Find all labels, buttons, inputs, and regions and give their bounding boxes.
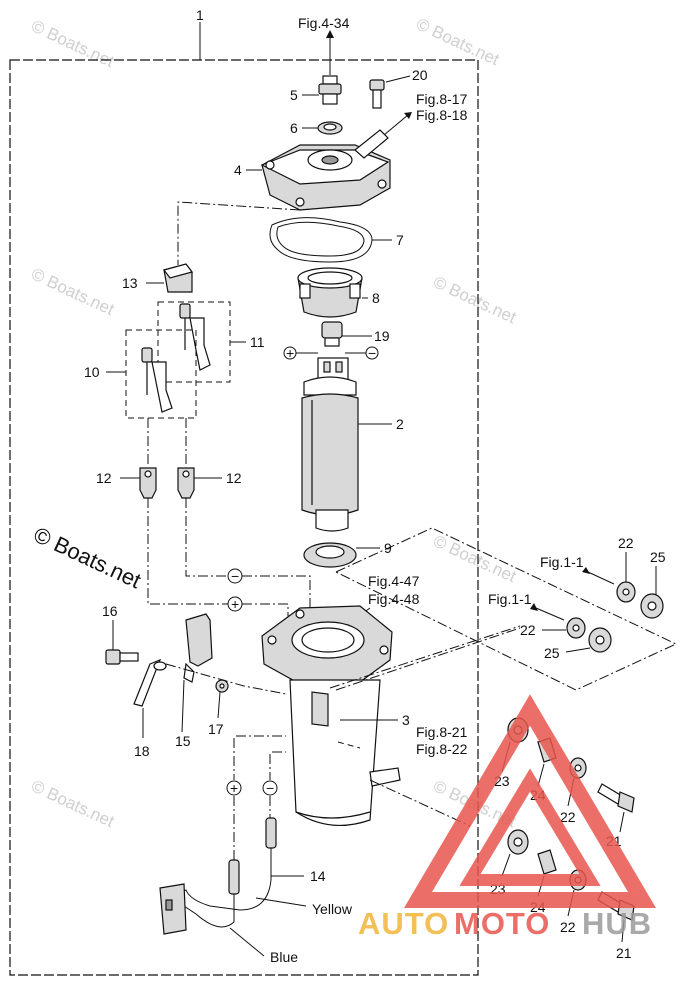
minus-marker [262,780,278,796]
part-19-filter [321,321,343,347]
part-10-terminal [141,347,173,413]
ref-fig-8-18: Fig.8-18 [416,107,468,123]
svg-text:−: − [266,780,274,796]
ref-fig-8-21: Fig.8-21 [416,724,468,740]
logo-triangle [403,694,657,908]
svg-text:+: + [231,596,239,612]
svg-text:+: + [286,345,294,361]
callout-5: 5 [290,87,298,103]
svg-text:−: − [368,345,376,361]
part-11-group [157,301,231,383]
callout-14: 14 [310,868,326,884]
part-3-housing [261,605,401,826]
part-16-bolt [105,649,139,665]
part-18-clip [133,658,162,707]
part-15-bracket [183,613,213,683]
callout-16: 16 [102,603,118,619]
callout-7: 7 [396,232,404,248]
logo-text-hub: HUB [582,906,652,941]
automotohub-logo: AUTO MOTO HUB [358,694,657,941]
watermark-text: © Boats.net [430,272,519,327]
callout-21-b: 21 [616,945,632,961]
part-8-ring-nut [297,267,363,318]
watermark-text: © Boats.net [28,776,117,831]
leader-line [565,647,591,653]
leader-line [229,927,265,957]
part-23-seal [507,829,529,855]
svg-text:−: − [231,568,239,584]
ref-fig-4-34: Fig.4-34 [298,15,350,31]
plus-marker [226,780,242,796]
callout-22-b: 22 [520,622,536,638]
part-24-collar [537,849,557,875]
part-11-terminal [179,303,211,371]
callout-13: 13 [122,275,138,291]
ref-fig-4-48: Fig.4-48 [368,591,420,607]
callout-18: 18 [134,743,150,759]
callout-4: 4 [234,162,242,178]
logo-text-moto: MOTO [454,906,550,941]
part-9-grommet [303,542,357,568]
callout-6: 6 [290,120,298,136]
ref-fig-1-1-upper: Fig.1-1 [540,554,584,570]
part-20-bolt [369,79,385,109]
wire-label-yellow: Yellow [312,901,353,917]
dash-leader [177,201,301,265]
watermark-text-large: © Boats.net [30,522,145,593]
callout-22-c: 22 [560,809,576,825]
svg-text:+: + [230,780,238,796]
callout-17: 17 [208,721,224,737]
ref-fig-1-1-lower: Fig.1-1 [488,591,532,607]
part-13-boot [162,263,194,293]
part-14-harness [159,817,277,935]
logo-text-auto: AUTO [358,906,449,941]
ref-fig-4-47: Fig.4-47 [368,573,420,589]
assembly-boundary [9,59,479,976]
ref-fig-8-17: Fig.8-17 [416,91,468,107]
callout-22-a: 22 [618,535,634,551]
leader-line [217,691,221,719]
callout-15: 15 [175,733,191,749]
part-2-fuel-pump [301,357,359,532]
part-4-cover [260,129,391,211]
callout-11: 11 [250,334,265,350]
arrow-head [404,112,412,119]
callout-20: 20 [412,67,428,83]
callout-25-b: 25 [544,645,560,661]
leader-line [537,763,545,787]
part-7-gasket [269,217,373,263]
part-25-grommet [640,593,664,619]
leader-line [619,811,625,833]
part-12-cap-left [139,467,157,499]
leader-line [501,853,511,877]
part-5-fitting [318,75,342,105]
callout-3: 3 [402,712,410,728]
callout-8: 8 [372,290,380,306]
watermarks: © Boats.net © Boats.net © Boats.net © Bo… [28,14,519,831]
watermark-text: © Boats.net [28,264,117,319]
part-25-grommet [588,627,612,653]
watermark-text: © Boats.net [28,16,117,71]
leader-line [621,919,625,943]
callout-12-right: 12 [226,470,242,486]
callout-22-d: 22 [560,919,576,935]
callout-25-a: 25 [650,549,666,565]
callout-12-left: 12 [96,470,112,486]
leader-line [255,897,307,907]
ref-fig-8-22: Fig.8-22 [416,741,468,757]
leader-line [181,679,185,733]
callout-19: 19 [374,328,390,344]
part-21-bolt [597,783,635,813]
callout-1: 1 [196,7,204,23]
leader-line [385,75,411,83]
wire-label-blue: Blue [270,949,298,965]
watermark-text: © Boats.net [430,531,519,586]
callout-10: 10 [84,364,100,380]
callout-2: 2 [396,416,404,432]
watermark-text: © Boats.net [413,14,502,69]
arrow-head [326,30,334,38]
part-12-cap-right [177,467,195,499]
